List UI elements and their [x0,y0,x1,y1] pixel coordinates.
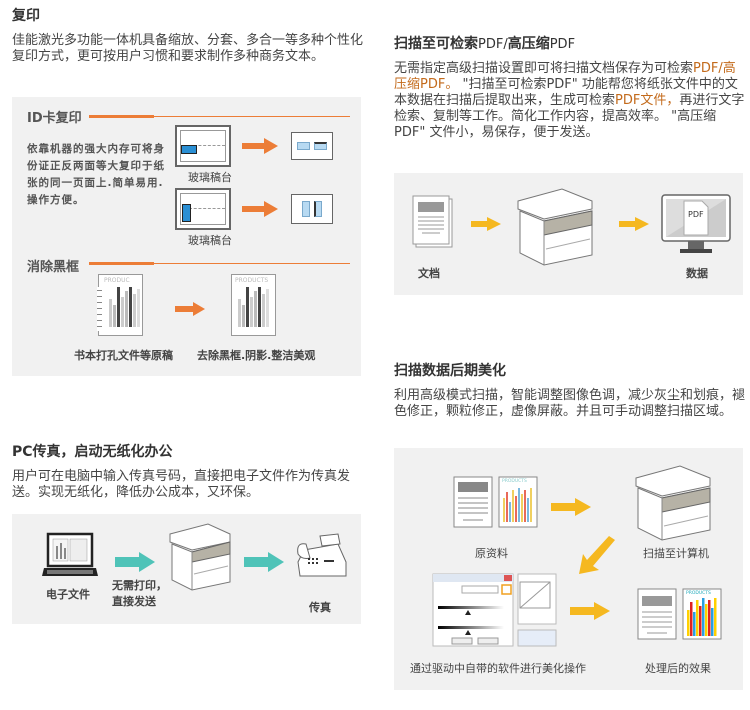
divider-accent [89,262,154,265]
caption-electronic-file: 电子文件 [46,588,90,601]
monitor-pdf-icon [661,194,731,253]
document-icon [412,195,453,248]
copy-output-icon [291,194,333,224]
title-part: 高压缩 [507,36,550,52]
title-part: PDF/ [478,37,508,52]
arrow-right-icon [551,498,591,516]
scan-beautify-section-title: 扫描数据后期美化 [394,363,506,379]
copy-output-icon [291,132,333,160]
doc-label: PRODUCTS [502,479,527,484]
doc-label: PRODUC [104,277,130,284]
arrow-down-left-icon [579,536,615,574]
arrow-right-icon [570,602,610,620]
glass-platen-icon [175,188,231,230]
glass-label: 玻璃稿台 [188,234,232,247]
printer-icon [635,465,711,541]
result-documents-icon [637,588,722,640]
caption-before: 书本打孔文件等原稿 [74,349,173,362]
arrow-right-icon [175,302,205,316]
copy-section-body: 佳能激光多功能一体机具备缩放、分套、多合一等多种个性化复印方式，更可按用户习惯和… [12,33,364,64]
arrow-right-icon [244,552,284,572]
body-part: 再进行文字检索、复制等工作。简化工作内容，提高效率。 "高压缩PDF" 文件小，… [394,93,745,140]
scan-pdf-section-body: 无需指定高级扫描设置即可将扫描文档保存为可检索PDF/高压缩PDF。 "扫描至可… [394,61,746,141]
fax-machine-icon [297,533,347,577]
doc-label: PRODUCTS [235,277,269,284]
caption-source: 原资料 [475,547,508,560]
body-part: "扫描至可检索PDF" 功能帮您将纸张文件中的文本数据在扫描后提取出来，生成可检… [394,77,738,108]
arrow-right-icon [471,217,501,231]
arrow-right-icon [242,201,278,217]
divider-line [154,263,350,264]
arrow-right-icon [115,552,155,572]
caption-software: 通过驱动中自带的软件进行美化操作 [410,662,586,675]
caption-after: 去除黑框.阴影.整洁美观 [197,349,316,362]
scan-pdf-illustration-panel: 文档 PDF 数据 [394,173,743,295]
glass-label: 玻璃稿台 [188,171,232,184]
glass-platen-icon [175,125,231,167]
scan-pdf-section-title: 扫描至可检索PDF/高压缩PDF [394,33,575,53]
caption-result: 处理后的效果 [645,662,711,675]
arrow-right-icon [619,217,649,231]
id-card-subtitle: ID卡复印 [27,111,82,126]
caption-scan-to-pc: 扫描至计算机 [643,547,709,560]
caption-fax: 传真 [309,601,331,614]
scan-beautify-illustration-panel: PRODUCTS 原资料 扫描至计算机 通过驱动中自带的软件进行美化操作 [394,448,743,690]
copy-section-title: 复印 [12,8,40,24]
printer-icon [169,523,231,591]
doc-label: PRODUCTS [686,591,711,596]
erase-frame-subtitle: 消除黑框 [27,260,80,275]
divider-accent [89,115,154,118]
clean-document-icon: PRODUCTS [231,274,276,336]
id-card-description: 依靠机器的强大内存可将身份证正反两面等大复印于纸张的同一页面上.简单易用.操作方… [27,143,165,206]
title-part: 扫描至可检索 [394,36,478,52]
caption-document: 文档 [418,267,440,280]
body-part: 无需指定高级扫描设置即可将扫描文档保存为可检索 [394,61,694,76]
body-part: PDF/高压缩PDF。 [394,61,736,92]
scan-beautify-section-body: 利用高级模式扫描，智能调整图像色调，减少灰尘和划痕，褪色修正，颗粒修正，虚像屏蔽… [394,388,746,419]
pdf-label: PDF [688,210,704,219]
caption-no-print-1: 无需打印， [112,579,167,592]
copy-illustration-panel: ID卡复印 依靠机器的强大内存可将身份证正反两面等大复印于纸张的同一页面上.简单… [12,97,361,376]
pc-fax-section-body: 用户可在电脑中输入传真号码，直接把电子文件作为传真发送。实现无纸化，降低办公成本… [12,469,351,500]
document-with-holes-icon: PRODUC [97,274,143,336]
body-part: PDF文件， [615,93,680,108]
software-dialog-icon [432,573,557,647]
pc-fax-section-title: PC传真，启动无纸化办公 [12,444,173,460]
printer-icon [517,188,593,266]
pc-fax-illustration-panel: 电子文件 无需打印， 直接发送 传真 [12,514,361,624]
source-documents-icon [453,476,538,528]
arrow-right-icon [242,138,278,154]
divider-line [154,116,350,117]
laptop-icon [42,532,98,576]
title-part: PDF [549,37,576,52]
caption-no-print-2: 直接发送 [112,595,156,608]
caption-data: 数据 [686,267,708,280]
